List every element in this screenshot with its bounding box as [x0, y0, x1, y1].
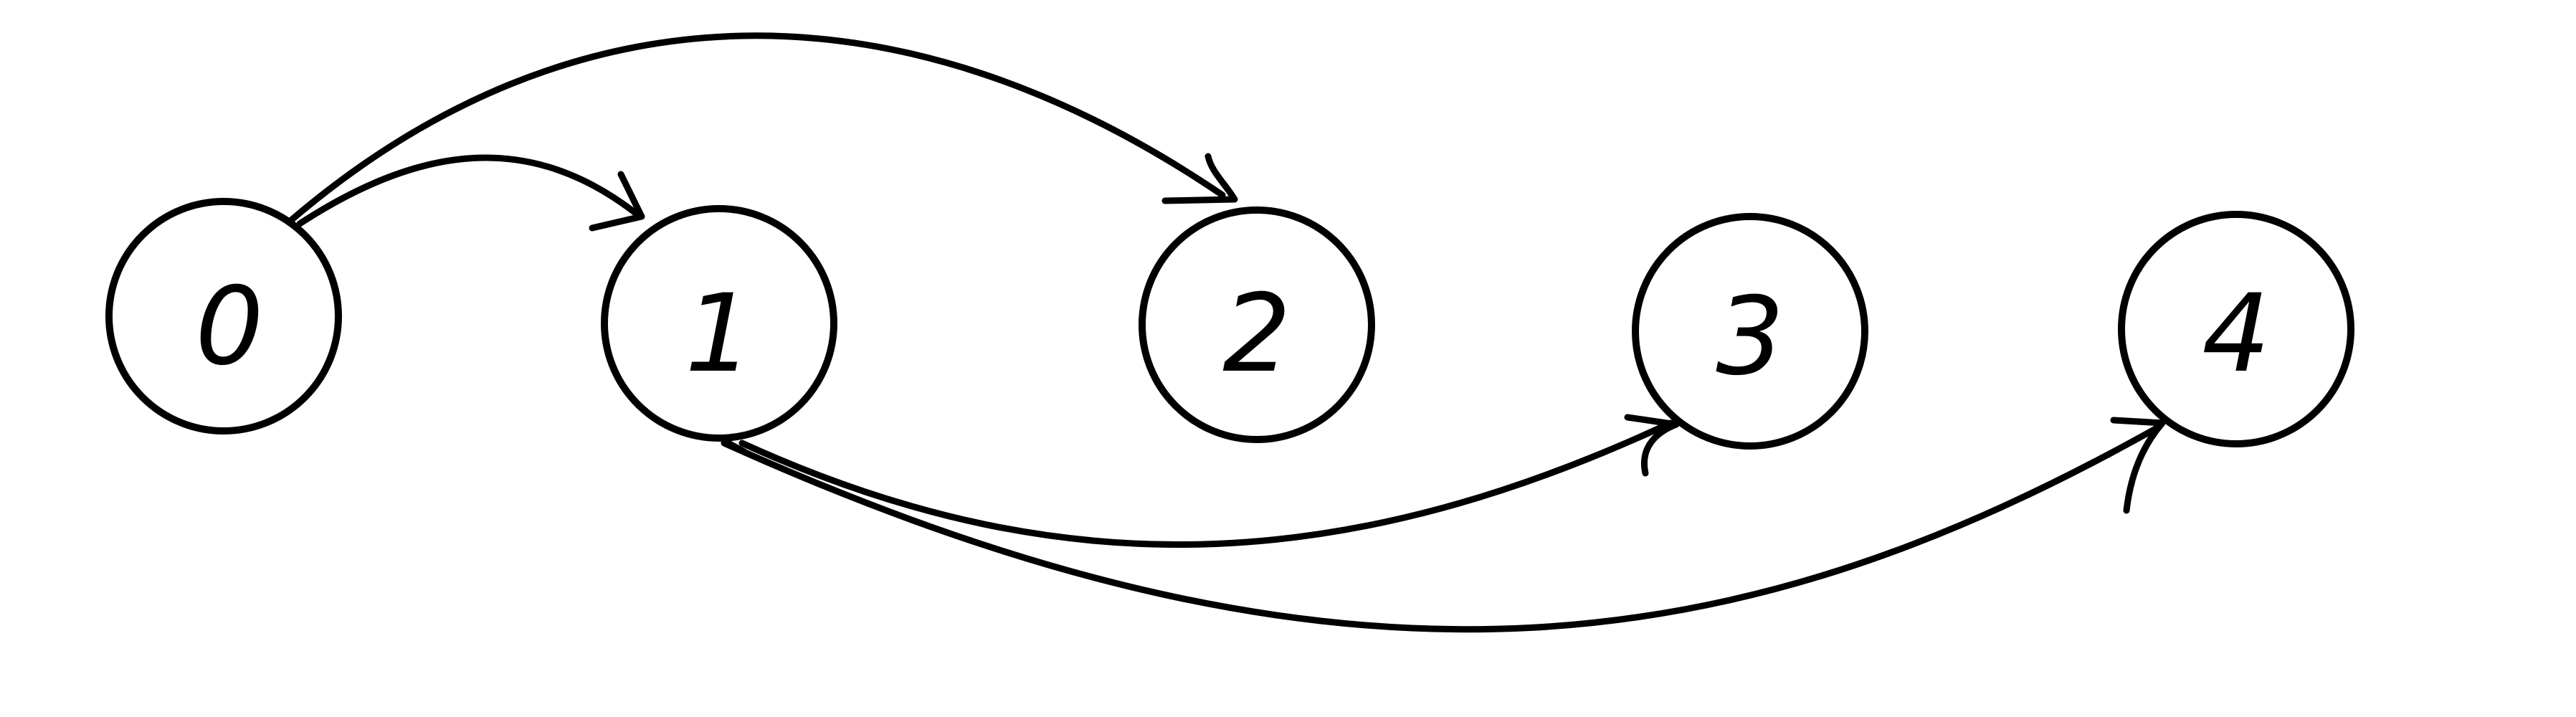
arrowhead-edge-1-tail: [722, 438, 748, 455]
graph-node-2[interactable]: 2: [1139, 206, 1375, 443]
node-circle-1: [601, 205, 837, 442]
arrowhead-edge-1-to-3: [1624, 414, 1680, 477]
edge-1-to-3: [738, 419, 1674, 548]
node-circle-4: [2118, 211, 2354, 447]
edge-0-to-1: [296, 154, 638, 227]
edges: [287, 32, 2162, 633]
graph-node-3[interactable]: 3: [1632, 213, 1868, 450]
arrowhead-edge-0-to-1: [589, 171, 645, 232]
edge-0-to-2: [287, 32, 1226, 224]
graph-node-1[interactable]: 1: [601, 205, 837, 442]
graph-node-4[interactable]: 4: [2118, 211, 2354, 447]
node-label-3: 3: [1716, 275, 1784, 399]
arrow-heads: [589, 153, 2166, 514]
graph-node-0[interactable]: 0: [105, 198, 342, 435]
node-circle-3: [1632, 213, 1868, 450]
edge-1-to-4: [721, 424, 2162, 633]
node-label-2: 2: [1222, 272, 1291, 397]
node-circle-2: [1139, 206, 1375, 443]
node-label-4: 4: [2202, 272, 2270, 397]
arrowhead-edge-1-to-4: [2110, 417, 2166, 514]
node-label-1: 1: [685, 272, 753, 397]
arrowhead-edge-0-to-2: [1161, 153, 1238, 204]
node-label-0: 0: [195, 265, 263, 389]
nodes: 0 1 2 3 4: [105, 198, 2354, 450]
node-circle-0: [105, 198, 342, 435]
